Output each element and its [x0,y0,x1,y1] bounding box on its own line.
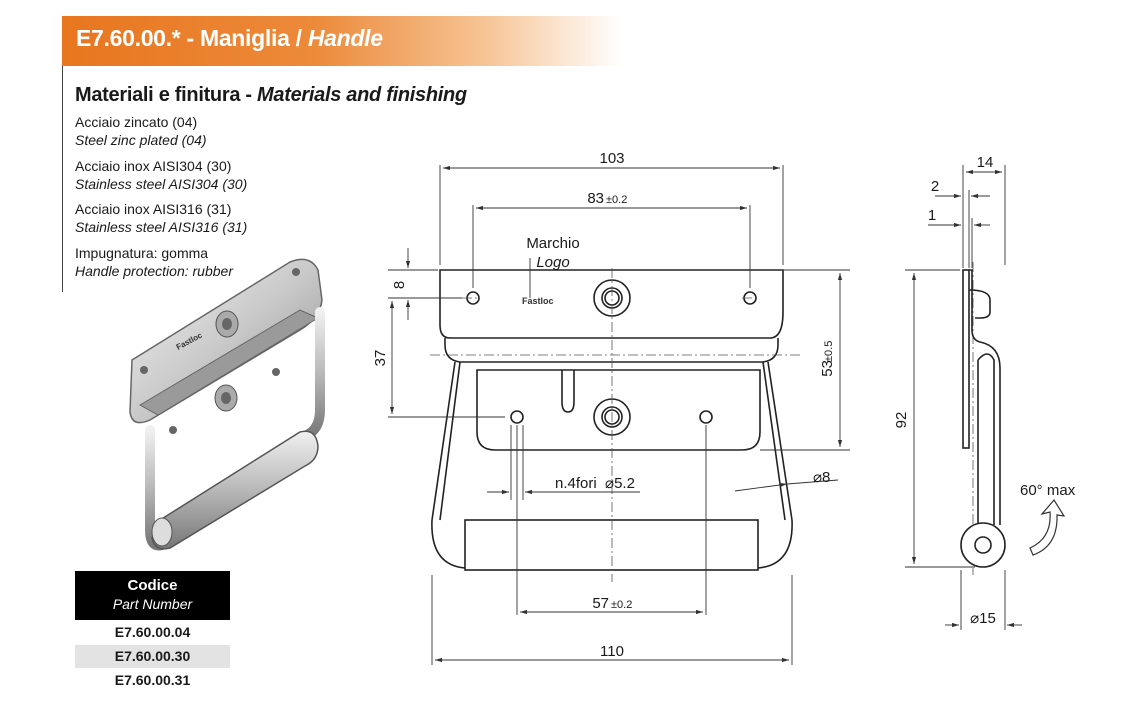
part-number-row: E7.60.00.30 [75,645,230,668]
title-italian: - Maniglia / [180,25,308,51]
dim-110: 110 [600,643,624,660]
front-view [431,269,793,571]
materials-heading-it: Materiali e finitura - [75,84,258,106]
title-english: Handle [307,25,383,51]
material-item: Acciaio inox AISI304 (30) Stainless stee… [75,157,247,193]
materials-heading-en: Materials and finishing [257,84,467,106]
dim-rotation: 60° max [1020,482,1076,499]
part-number-row: E7.60.00.04 [114,624,191,640]
part-number-header-it: Codice [127,577,178,594]
material-en: Handle protection: rubber [75,263,233,279]
section-divider [62,66,63,292]
material-item: Acciaio zincato (04) Steel zinc plated (… [75,113,207,149]
dim-57: 57 [592,595,609,612]
dim-83-tolerance: ±0.2 [606,194,627,206]
materials-heading: Materiali e finitura - Materials and fin… [75,84,467,107]
title-banner: E7.60.00.* - Maniglia / Handle [62,16,622,66]
dim-37: 37 [372,350,389,367]
page-title: E7.60.00.* - Maniglia / Handle [76,25,383,52]
dim-8: 8 [391,281,408,289]
dim-103: 103 [599,150,624,167]
dim-57-tolerance: ±0.2 [611,599,632,611]
material-en: Stainless steel AISI316 (31) [75,219,248,235]
dimension-lines [388,165,850,665]
dim-dia8: ⌀8 [813,469,830,486]
dim-53-tolerance: ±0.5 [823,341,835,362]
material-it: Impugnatura: gomma [75,245,209,261]
logo-label-it: Marchio [526,235,579,252]
part-number-header-en: Part Number [112,596,193,612]
side-dimension-lines [905,165,1022,630]
material-item: Impugnatura: gomma Handle protection: ru… [75,244,233,280]
product-3d-image: Fastloc [129,258,325,551]
dim-14: 14 [977,154,994,171]
dim-53: 53 [819,360,836,377]
side-view [960,269,1006,568]
dim-92: 92 [893,412,910,429]
material-it: Acciaio inox AISI316 (31) [75,201,232,217]
dim-holes: n.4fori ⌀5.2 [555,475,635,492]
part-number-row: E7.60.00.31 [114,672,191,688]
material-item: Acciaio inox AISI316 (31) Stainless stee… [75,200,247,236]
dim-83: 83 [587,190,604,207]
dim-1: 1 [928,207,936,224]
logo-label-en: Logo [536,254,569,271]
rotation-arrow-icon [1029,498,1066,556]
part-number-header: Codice Part Number [75,571,230,620]
dim-2: 2 [931,178,939,195]
material-en: Steel zinc plated (04) [75,132,207,148]
material-it: Acciaio zincato (04) [75,114,198,130]
material-it: Acciaio inox AISI304 (30) [75,158,232,174]
dim-dia15: ⌀15 [970,610,996,627]
material-en: Stainless steel AISI304 (30) [75,176,248,192]
product-code: E7.60.00.* [76,25,181,51]
logo-mark: Fastloc [522,296,554,306]
centerlines [430,262,974,582]
